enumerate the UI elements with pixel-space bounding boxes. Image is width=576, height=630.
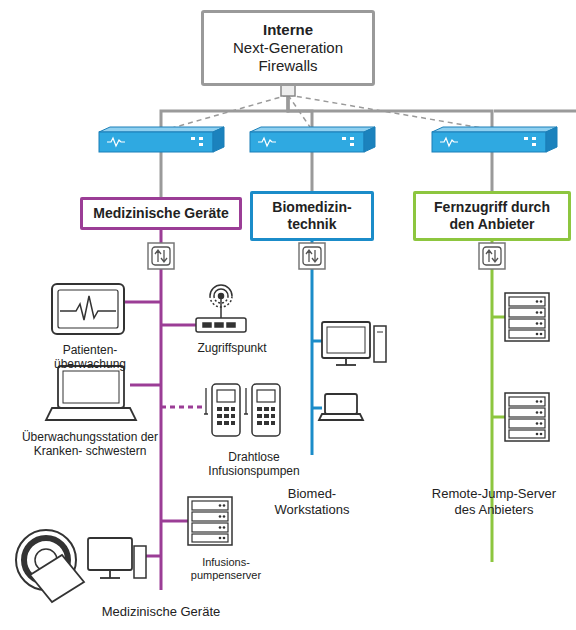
path-shape <box>210 285 232 296</box>
firewall-appliance <box>432 127 557 152</box>
line-shape <box>288 95 312 130</box>
wireless-link <box>161 406 204 409</box>
branch-lines <box>492 317 505 417</box>
device-label: Überwachungsstation der Kranken- schwest… <box>20 430 160 458</box>
line-shape <box>124 301 161 304</box>
rect-shape <box>215 323 223 327</box>
device-label: Patienten- überwachung <box>48 343 132 371</box>
rect-shape <box>134 546 146 578</box>
line-shape <box>161 324 196 327</box>
node-title: Interne <box>210 21 366 39</box>
patient-monitor-icon <box>52 284 124 334</box>
polyline-shape <box>60 296 116 320</box>
firewall-box: InterneNext-Generation Firewalls <box>201 10 375 86</box>
line-shape <box>109 570 111 578</box>
rect-shape <box>196 318 246 332</box>
line-shape <box>161 520 188 523</box>
rect-shape <box>63 371 119 403</box>
rect-shape <box>327 327 365 353</box>
node-title: Biomedizin- technik <box>259 199 365 233</box>
infusion-pump-icon <box>244 384 280 436</box>
polygon-shape <box>30 555 84 602</box>
line-shape <box>288 95 494 130</box>
rect-shape <box>88 538 132 570</box>
firewall-appliance <box>250 127 375 152</box>
device-label: Biomed- Workstations <box>262 486 362 518</box>
device-label: Zugriffspunkt <box>182 341 282 355</box>
line-shape <box>312 340 322 343</box>
rect-shape <box>52 284 124 334</box>
segment-box: Medizinische Geräte <box>80 197 242 230</box>
laptop-icon <box>46 366 136 420</box>
node-subtitle: Next-Generation Firewalls <box>210 39 366 75</box>
switch-icon <box>479 243 505 269</box>
line-shape <box>345 358 347 365</box>
circle-shape <box>219 294 224 299</box>
segment-box: Biomedizin- technik <box>250 191 374 241</box>
line-shape <box>165 95 288 130</box>
segment-box: Fernzugriff durch den Anbieter <box>413 191 571 241</box>
line-shape <box>312 407 322 410</box>
node-title: Fernzugriff durch den Anbieter <box>422 199 562 233</box>
bus-line <box>494 110 576 113</box>
firewall-appliance <box>99 127 224 152</box>
polygon-shape <box>46 408 136 420</box>
infusion-pump-icon <box>204 384 240 436</box>
line-shape <box>492 416 505 419</box>
device-label: Infusions- pumpenserver <box>182 556 270 582</box>
polygon-shape <box>319 414 363 420</box>
mri-scanner-icon <box>16 530 146 602</box>
server-icon <box>505 393 549 441</box>
server-icon <box>188 497 232 545</box>
access-point-icon <box>196 285 246 332</box>
rect-shape <box>58 366 124 408</box>
laptop-icon <box>319 394 363 420</box>
line-shape <box>220 298 222 318</box>
branch-lines <box>312 341 322 408</box>
rect-shape <box>227 323 235 327</box>
server-icon <box>505 293 549 341</box>
switch-icon <box>148 243 174 269</box>
rect-shape <box>203 323 211 327</box>
branch-lines <box>124 302 196 556</box>
line-shape <box>336 364 356 366</box>
dashed-links <box>165 95 494 130</box>
device-label: Medizinische Geräte <box>61 604 261 620</box>
desktop-icon <box>322 322 386 365</box>
line-shape <box>492 316 505 319</box>
node-title: Medizinische Geräte <box>89 205 233 222</box>
device-label: Remote-Jump-Server des Anbieters <box>424 486 564 518</box>
line-shape <box>377 332 383 333</box>
line-shape <box>100 577 120 579</box>
rect-shape <box>322 322 370 358</box>
device-label: Drahtlose Infusionspumpen <box>202 450 306 478</box>
line-shape <box>130 384 161 387</box>
rect-shape <box>58 290 118 328</box>
rect-shape <box>374 326 386 362</box>
switch-icon <box>299 243 325 269</box>
path-shape <box>210 296 232 307</box>
rect-shape <box>325 394 357 414</box>
